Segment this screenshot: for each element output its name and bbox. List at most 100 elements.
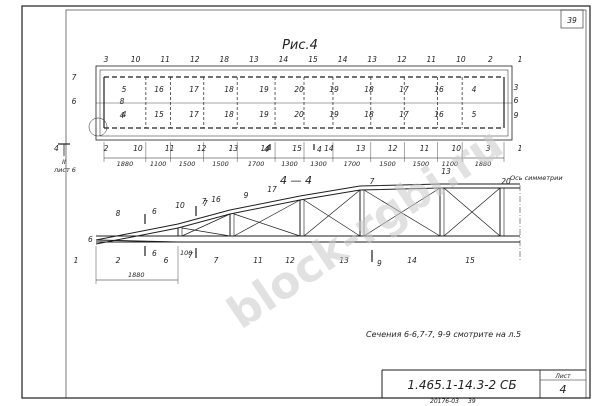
section-title: 4 — 4 <box>280 174 312 187</box>
upper-chord-outer <box>95 183 520 241</box>
section-top-label: 7 <box>202 197 207 206</box>
plan-upper-label: 19 <box>259 85 269 94</box>
sheet-label: Лист <box>554 373 571 380</box>
section-bottom-label: 7 <box>214 256 219 265</box>
plan-bottom-label: 10 <box>133 144 143 153</box>
cut-label: 6 <box>152 207 157 216</box>
plan-right-label: 9 <box>514 111 519 120</box>
plan-top-label: 11 <box>427 55 437 64</box>
plan-dimension: 1500 <box>179 160 196 168</box>
outer-frame <box>21 5 591 399</box>
section-diagonal <box>363 187 441 237</box>
plan-top-label: 1 <box>518 55 523 64</box>
plan-lower-label: 18 <box>224 110 234 119</box>
plan-right-label: 3 <box>514 83 519 92</box>
section-top-label: 17 <box>267 185 277 194</box>
section-ref-label: II <box>62 158 66 166</box>
plan-bottom-label: 11 <box>165 144 175 153</box>
plan-bottom-label: 2 <box>104 144 109 153</box>
note-text: Сечения 6-6,7-7, 9-9 смотрите на л.5 <box>366 330 521 339</box>
plan-lower-label: 17 <box>399 110 409 119</box>
section-cut-label: 4 <box>264 145 269 154</box>
section-diagonal <box>233 213 301 237</box>
plan-lower-label: 18 <box>364 110 374 119</box>
plan-top-label: 3 <box>104 55 109 64</box>
page-number: 39 <box>567 16 577 25</box>
plan-dimension: 1100 <box>150 160 167 168</box>
plan-dimension: 1880 <box>475 160 492 168</box>
section-bottom-label: 6 <box>164 256 169 265</box>
section-top-label: 16 <box>211 195 221 204</box>
plan-dimension: 1300 <box>281 160 298 168</box>
plan-lower-label: 19 <box>329 110 339 119</box>
plan-bottom-label: 11 <box>420 144 430 153</box>
plan-lower-label: 4 <box>122 110 127 119</box>
plan-bottom-label: 3 <box>486 144 491 153</box>
plan-left-label: 8 <box>120 97 125 106</box>
plan-upper-label: 17 <box>399 85 409 94</box>
section-top-label: 7 <box>370 177 375 186</box>
plan-upper-label: 5 <box>122 85 127 94</box>
plan-top-label: 18 <box>220 55 230 64</box>
plan-lower-label: 15 <box>154 110 164 119</box>
plan-top-label: 12 <box>397 55 407 64</box>
plan-top-label: 13 <box>367 55 377 64</box>
document-code: 1.465.1-14.3-2 СБ <box>407 378 516 392</box>
plan-dimension: 1500 <box>212 160 229 168</box>
cut-label: 9 <box>377 259 382 268</box>
section-top-label: 9 <box>244 191 249 200</box>
section-bottom-label: 13 <box>339 256 349 265</box>
plan-right-labels: 3 6 9 <box>514 83 519 120</box>
plan-top-label: 14 <box>279 55 289 64</box>
plan-dimension: 1100 <box>442 160 459 168</box>
plan-verticals <box>103 77 505 162</box>
section-bottom-label: 14 <box>407 256 417 265</box>
plan-bottom-label: 13 <box>356 144 366 153</box>
plan-dimension: 1500 <box>379 160 396 168</box>
sheet-number: 4 <box>560 383 567 396</box>
sheet-ref-label: лист 6 <box>53 166 76 174</box>
plan-right-label: 6 <box>514 96 519 105</box>
plan-dimension: 1700 <box>344 160 361 168</box>
section-bottom-label: 15 <box>465 256 475 265</box>
plan-upper-label: 16 <box>154 85 164 94</box>
section-cut-marks: 6 6 7 7 9 <box>144 199 382 268</box>
plan-bottom-label: 12 <box>388 144 398 153</box>
plan-bottom-label: 10 <box>452 144 462 153</box>
plan-top-label: 12 <box>190 55 200 64</box>
plan-top-label: 14 <box>338 55 348 64</box>
plan-upper-label: 16 <box>434 85 444 94</box>
section-diagonal <box>181 227 231 237</box>
end-brace <box>95 239 179 243</box>
plan-upper-label: 20 <box>294 85 304 94</box>
plan-lower-label: 5 <box>472 110 477 119</box>
plan-bottom-label: 1 <box>518 144 523 153</box>
section-diagonal <box>443 187 501 237</box>
plan-dimension: 1700 <box>248 160 265 168</box>
section-top-label: 10 <box>175 201 185 210</box>
plan-lower-label: 17 <box>189 110 199 119</box>
page-number-box <box>560 9 584 29</box>
plan-top-label: 15 <box>308 55 318 64</box>
section-bottom-label: 2 <box>116 256 121 265</box>
plan-left-label: 4 <box>120 111 125 120</box>
section-diagonal <box>233 199 301 237</box>
section-top-label: 13 <box>441 167 451 176</box>
plan-top-label: 10 <box>456 55 466 64</box>
cut-label: 7 <box>188 251 193 260</box>
section-bottom-label: 12 <box>285 256 295 265</box>
plan-lower-label: 20 <box>294 110 304 119</box>
section-cut-label: 4 <box>317 145 322 154</box>
plan-bottom-label: 12 <box>197 144 207 153</box>
section-diagonal <box>303 189 361 237</box>
plan-bottom-label: 15 <box>292 144 302 153</box>
inner-frame <box>65 9 587 399</box>
plan-top-label: 10 <box>131 55 141 64</box>
